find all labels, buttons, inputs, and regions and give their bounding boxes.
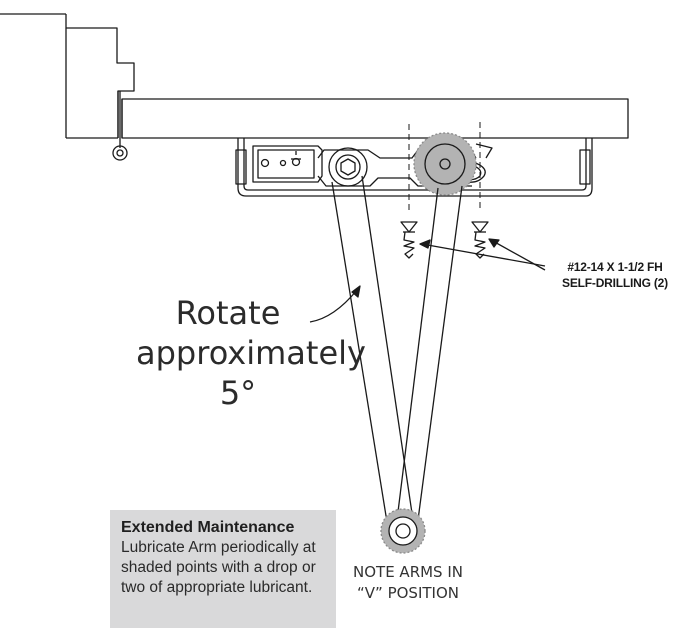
maintenance-body-line-3: two of appropriate lubricant. (121, 579, 313, 596)
screw-left (400, 221, 418, 259)
rotate-label-line-3: 5° (219, 374, 257, 412)
screw-spec-label: #12-14 X 1-1/2 FH SELF-DRILLING (2) (540, 259, 690, 291)
door-frame (0, 13, 135, 139)
lubrication-point-shoe (413, 132, 477, 196)
maintenance-body-line-2: shaded points with a drop or (121, 559, 316, 576)
screw-leaders (419, 238, 546, 271)
screw-spec-line-2: SELF-DRILLING (2) (562, 276, 668, 290)
arms-note-label: NOTE ARMS IN “V” POSITION (338, 562, 478, 604)
arm-pivot (328, 147, 368, 187)
rotate-label-line-2: approximately (136, 334, 366, 372)
lubrication-point-elbow (380, 508, 426, 554)
screw-centerlines (408, 122, 481, 212)
arms-note-line-2: “V” POSITION (357, 584, 459, 602)
arm-forearm (396, 185, 463, 521)
maintenance-note-box: Extended Maintenance Lubricate Arm perio… (110, 510, 336, 628)
maintenance-body-line-1: Lubricate Arm periodically at (121, 539, 316, 556)
door-header (121, 98, 629, 139)
rotate-label-line-1: Rotate (175, 294, 281, 332)
screw-right (471, 221, 489, 259)
arms-note-line-1: NOTE ARMS IN (353, 563, 463, 581)
hinge-pin (112, 91, 128, 161)
maintenance-title: Extended Maintenance (121, 519, 295, 536)
closer-body (235, 138, 593, 197)
rotate-label: Rotate approximately 5° (136, 293, 366, 413)
screw-spec-line-1: #12-14 X 1-1/2 FH (567, 260, 663, 274)
rotate-arrow (309, 285, 361, 323)
